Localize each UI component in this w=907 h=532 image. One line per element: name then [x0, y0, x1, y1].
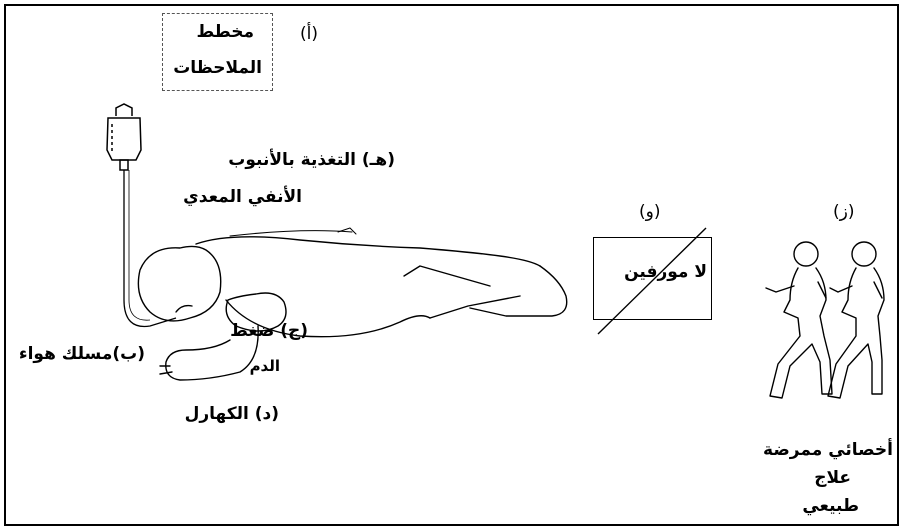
staff-label-line1: أخصائي ممرضة	[763, 440, 893, 460]
staff-label-line3: طبيعي	[802, 496, 859, 516]
label-w: (و)	[639, 202, 660, 222]
label-h-line1: (هـ) التغذية بالأنبوب	[228, 150, 395, 170]
no-morphine-text: لا مورفين	[624, 262, 707, 282]
label-b: (ب)مسلك هواء	[19, 344, 145, 364]
iv-bag-icon	[107, 104, 141, 170]
label-j-line1: (ج) ضغط	[230, 321, 308, 341]
patient-figure	[138, 228, 566, 380]
label-z: (ز)	[833, 202, 854, 222]
chart-label-line1: مخطط	[196, 22, 254, 42]
staff-label-line2: علاج	[814, 468, 851, 488]
observation-chart-box: مخطط الملاحظات	[162, 13, 273, 91]
staff-figures	[766, 242, 884, 398]
label-h-line2: الأنفي المعدي	[183, 187, 302, 207]
label-a: (أ)	[300, 24, 318, 44]
chart-label-line2: الملاحظات	[173, 58, 262, 78]
label-d: (د) الكهارل	[185, 404, 279, 424]
label-j-line2: الدم	[250, 357, 280, 375]
